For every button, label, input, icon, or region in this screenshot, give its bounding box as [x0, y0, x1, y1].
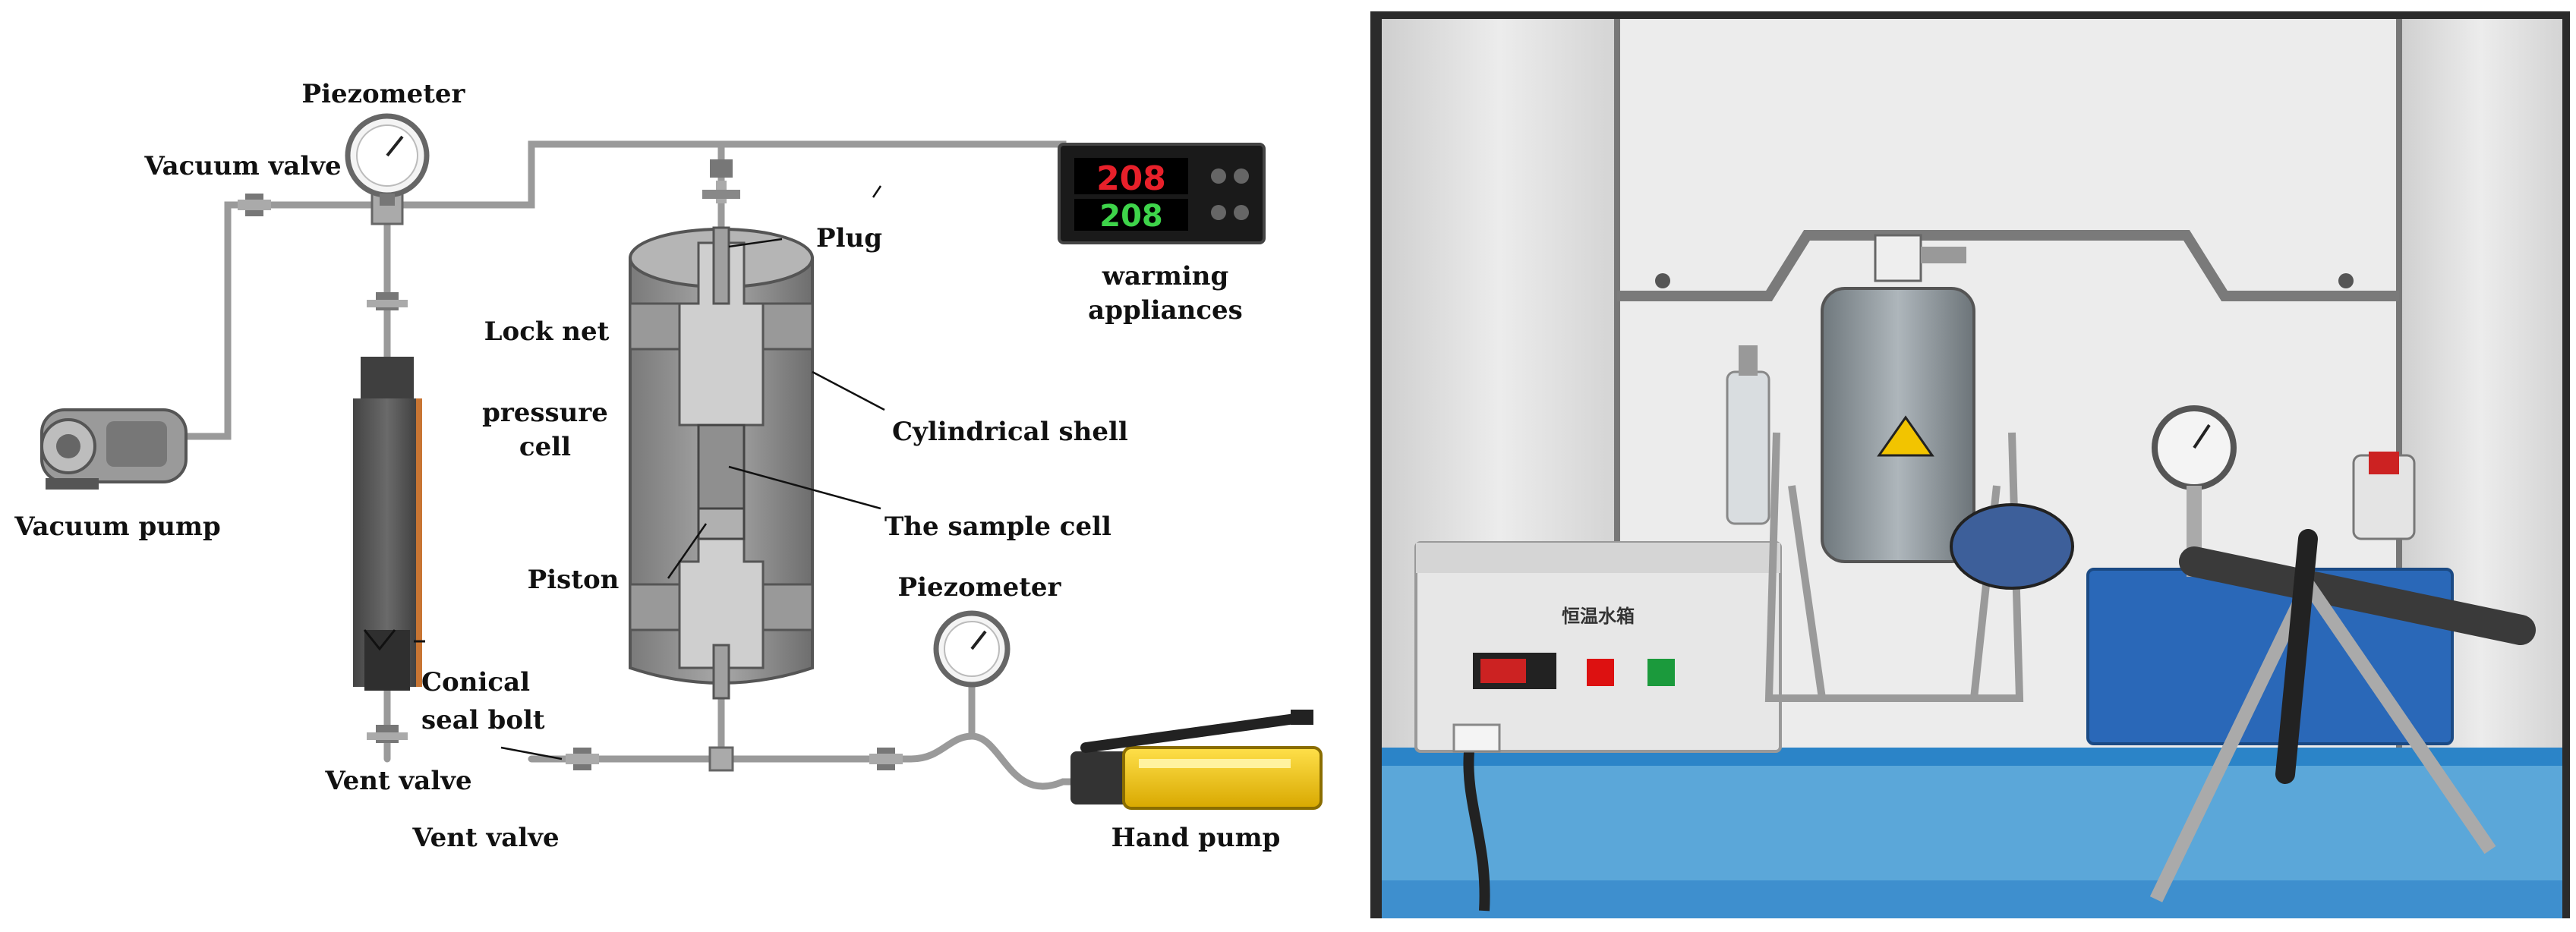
apparatus-photo: 恒温水箱 — [1370, 11, 2570, 918]
label-sample-cell: The sample cell — [884, 512, 1111, 542]
controller-top-reading: 208 — [1096, 159, 1166, 198]
leader-lines — [500, 185, 885, 760]
red-button-icon — [1587, 659, 1614, 686]
schematic-diagram: 208 208 Piezometer Vacuum valve Vacuum p… — [14, 79, 1323, 853]
piezometer-bottom-gauge-icon — [933, 610, 1011, 688]
vacuum-pump-photo-icon — [1950, 503, 2074, 590]
green-button-icon — [1647, 659, 1675, 686]
label-piezometer-top: Piezometer — [302, 79, 466, 109]
insulated-vessel-icon — [1821, 234, 1975, 563]
pressure-vessel-icon — [629, 226, 814, 700]
label-vacuum-pump: Vacuum pump — [14, 512, 221, 542]
label-vent-valve-bottom: Vent valve — [411, 823, 559, 853]
bottom-valve-icon — [869, 748, 903, 770]
label-conical-line2: seal bolt — [421, 705, 545, 735]
vacuum-valve-icon — [238, 194, 271, 216]
label-vent-valve-left: Vent valve — [324, 766, 471, 796]
column-valve-icon — [367, 292, 408, 310]
pipe-bottom-main — [528, 732, 1082, 790]
top-fitting-icon — [702, 159, 740, 203]
label-pressure-cell-line2: cell — [519, 432, 571, 462]
glass-column-icon — [1726, 345, 1770, 525]
label-piezometer-bottom: Piezometer — [898, 572, 1062, 603]
bottom-tee-icon — [708, 746, 734, 772]
label-warming-line2: appliances — [1088, 295, 1243, 326]
label-hand-pump: Hand pump — [1111, 823, 1281, 853]
label-vacuum-valve: Vacuum valve — [143, 151, 341, 181]
pipe-network — [175, 140, 1082, 790]
label-lock-net: Lock net — [484, 316, 610, 347]
controller-bottom-reading: 208 — [1099, 199, 1163, 234]
hand-pump-station — [2086, 405, 2536, 902]
label-warming-line1: warming — [1102, 261, 1229, 291]
warming-controller-icon: 208 208 — [1058, 143, 1266, 244]
thermostat-panel-text: 恒温水箱 — [1562, 606, 1635, 627]
hand-pump-icon — [1070, 710, 1323, 810]
label-conical-line1: Conical — [421, 667, 530, 697]
shelf-bracket — [1617, 230, 2399, 301]
label-plug: Plug — [816, 223, 882, 253]
vent-valve-bottom-icon — [566, 748, 599, 770]
piezometer-top-gauge-icon — [345, 113, 430, 206]
caution-triangle-icon — [1877, 415, 1934, 457]
label-pressure-cell-line1: pressure — [482, 398, 608, 428]
label-piston: Piston — [528, 565, 620, 595]
seal-column-icon — [353, 357, 425, 691]
pipe-vacuum-pump — [175, 201, 258, 440]
label-cylindrical-shell: Cylindrical shell — [892, 417, 1128, 447]
thermostat-box: 恒温水箱 — [1414, 541, 1782, 912]
vent-valve-left-icon — [367, 725, 408, 743]
vacuum-pump-icon — [40, 408, 188, 490]
